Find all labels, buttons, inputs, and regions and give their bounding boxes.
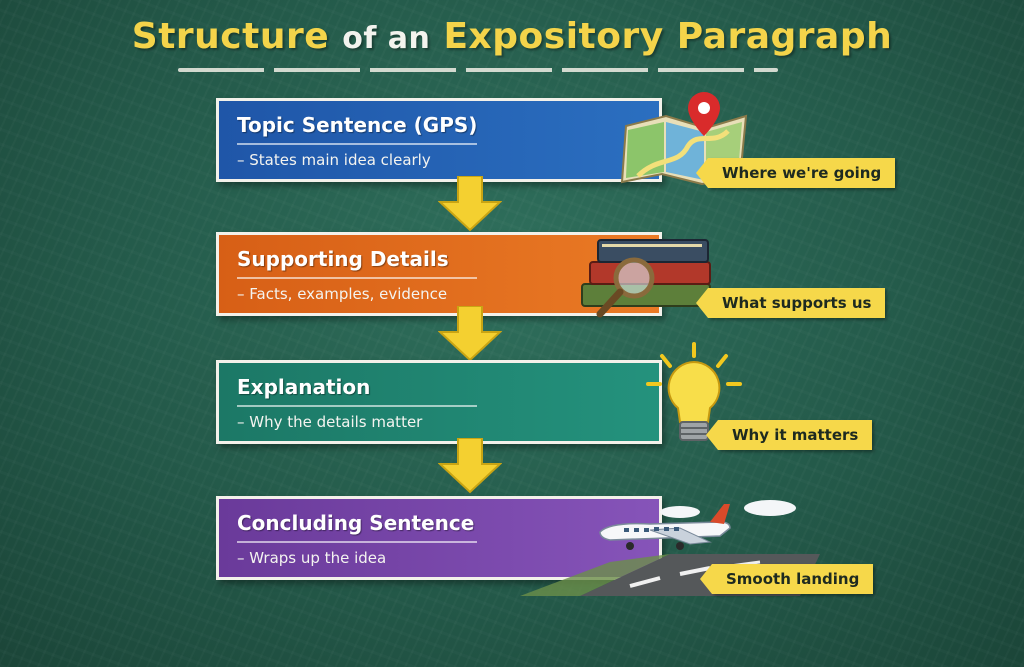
step-supporting-details: Supporting Details – Facts, examples, ev…	[216, 232, 662, 316]
step-topic-sentence: Topic Sentence (GPS) – States main idea …	[216, 98, 662, 182]
step-heading: Supporting Details	[237, 247, 449, 271]
heading-rule	[237, 143, 477, 145]
step-concluding-sentence: Concluding Sentence – Wraps up the idea	[216, 496, 662, 580]
title-part-3: Expository Paragraph	[443, 16, 893, 57]
step-heading: Concluding Sentence	[237, 511, 475, 535]
step-tag: Where we're going	[695, 158, 896, 188]
lightbulb-icon	[646, 342, 742, 441]
books-icon	[581, 239, 711, 318]
page-title: Structure of an Expository Paragraph	[0, 16, 1024, 57]
step-description: – States main idea clearly	[237, 151, 431, 169]
title-underline	[178, 68, 778, 72]
heading-rule	[237, 405, 477, 407]
heading-rule	[237, 277, 477, 279]
down-arrow-icon	[438, 438, 502, 494]
step-tag: Smooth landing	[699, 564, 874, 594]
step-description: – Why the details matter	[237, 413, 423, 431]
step-explanation: Explanation – Why the details matter	[216, 360, 662, 444]
down-arrow-icon	[438, 306, 502, 362]
title-part-1: Structure	[131, 16, 330, 57]
step-tag: What supports us	[695, 288, 886, 318]
step-heading: Topic Sentence (GPS)	[237, 113, 478, 137]
step-heading: Explanation	[237, 375, 371, 399]
down-arrow-icon	[438, 176, 502, 232]
title-part-2: of an	[342, 21, 431, 56]
step-description: – Facts, examples, evidence	[237, 285, 448, 303]
step-tag: Why it matters	[705, 420, 873, 450]
heading-rule	[237, 541, 477, 543]
step-description: – Wraps up the idea	[237, 549, 387, 567]
